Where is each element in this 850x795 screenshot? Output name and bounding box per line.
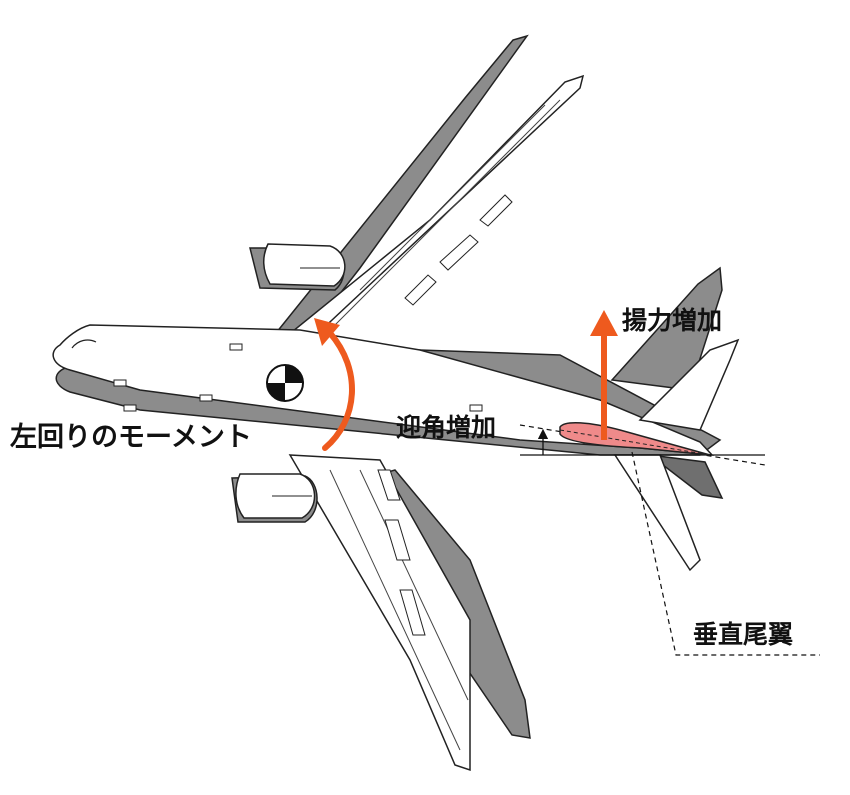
lower-engine xyxy=(231,473,318,523)
fuselage xyxy=(52,324,714,456)
upper-wing xyxy=(280,74,585,351)
lift-arrow-head xyxy=(590,310,618,336)
vertical-stabilizer-label: 垂直尾翼 xyxy=(693,620,794,649)
lift-increase-label: 揚力増加 xyxy=(622,306,723,335)
lower-wing xyxy=(288,454,471,772)
moment-arrow-head xyxy=(314,318,340,346)
cg-icon xyxy=(266,364,304,402)
h-stab-upper xyxy=(638,338,740,431)
moment-label: 左回りのモーメント xyxy=(10,422,252,453)
aoa-increase-label: 迎角増加 xyxy=(396,413,497,442)
airfoil-section xyxy=(559,421,711,456)
moment-arrow-arc xyxy=(322,330,355,451)
fin-leader-line xyxy=(631,451,820,656)
upper-engine xyxy=(249,243,346,291)
h-stab-lower-shadow xyxy=(647,453,724,499)
upper-wing-underside xyxy=(270,34,529,346)
